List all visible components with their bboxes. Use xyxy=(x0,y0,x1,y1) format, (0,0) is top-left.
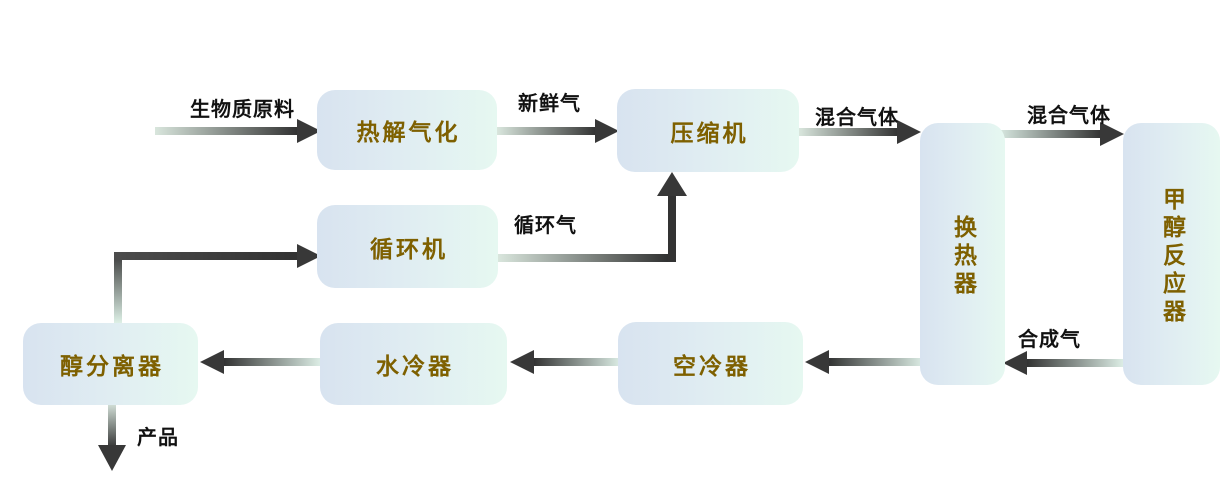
node-water-cooler: 水冷器 xyxy=(320,323,507,405)
arrow-feed-to-pyrolysis xyxy=(155,119,321,143)
node-recycle-machine-label: 循环机 xyxy=(370,235,448,263)
node-compressor: 压缩机 xyxy=(617,89,799,172)
node-heat-exchanger-label: 换热器 xyxy=(949,214,977,299)
arrow-separator-to-recycler xyxy=(114,244,321,323)
stream-label-syngas: 合成气 xyxy=(1018,327,1081,351)
node-pyrolysis-gasification-label: 热解气化 xyxy=(356,119,461,146)
arrow-pyrolysis-to-compressor xyxy=(497,119,619,143)
node-methanol-reactor: 甲醇反应器 xyxy=(1123,123,1220,385)
stream-label-fresh-gas: 新鲜气 xyxy=(518,91,581,115)
arrow-exchanger-to-aircooler xyxy=(805,350,925,374)
node-air-cooler: 空冷器 xyxy=(618,322,803,405)
node-methanol-reactor-label: 甲醇反应器 xyxy=(1158,186,1186,327)
node-alcohol-separator: 醇分离器 xyxy=(23,323,198,405)
stream-label-product: 产品 xyxy=(137,425,179,449)
arrow-recycler-to-compressor xyxy=(498,172,687,262)
node-heat-exchanger: 换热器 xyxy=(920,123,1005,385)
arrow-separator-to-product xyxy=(98,405,126,471)
node-alcohol-separator-label: 醇分离器 xyxy=(60,353,164,380)
stream-label-mixed-gas-to-exchanger: 混合气体 xyxy=(815,105,899,129)
node-recycle-machine: 循环机 xyxy=(317,205,498,288)
node-water-cooler-label: 水冷器 xyxy=(376,353,454,380)
arrow-aircooler-to-watercooler xyxy=(510,350,622,374)
node-air-cooler-label: 空冷器 xyxy=(673,352,751,380)
stream-label-biomass-feed: 生物质原料 xyxy=(190,97,295,121)
arrow-compressor-to-exchanger xyxy=(799,120,921,144)
node-compressor-label: 压缩机 xyxy=(670,119,749,147)
node-pyrolysis-gasification: 热解气化 xyxy=(317,90,497,170)
arrow-reactor-to-exchanger xyxy=(1003,351,1125,375)
stream-label-recycle-gas: 循环气 xyxy=(514,213,577,237)
arrow-exchanger-to-reactor xyxy=(995,122,1124,146)
stream-label-mixed-gas-to-reactor: 混合气体 xyxy=(1027,103,1111,127)
arrow-watercooler-to-separator xyxy=(200,350,322,374)
